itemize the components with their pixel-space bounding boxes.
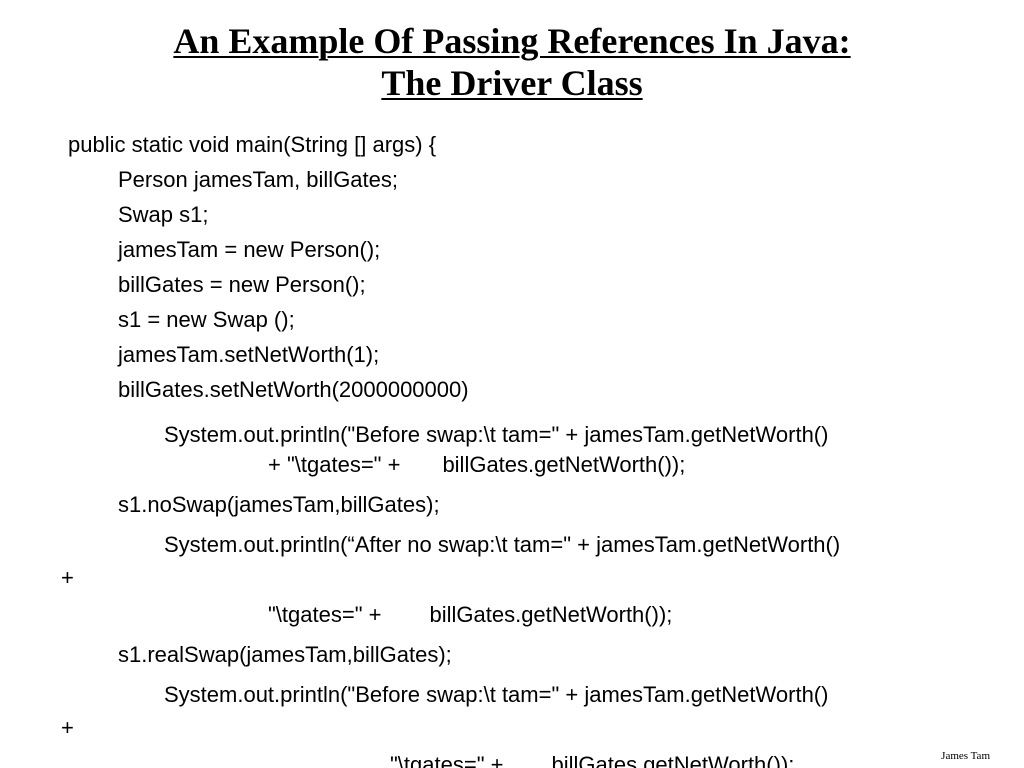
code-line-new-swap: s1 = new Swap (); xyxy=(118,307,295,332)
code-line-println-after-noswap: System.out.println(“After no swap:\t tam… xyxy=(164,532,841,557)
code-fragment: "\tgates=" + xyxy=(268,602,382,627)
code-fragment: billGates.getNetWorth()); xyxy=(551,752,795,768)
code-line-set-networth-gates: billGates.setNetWorth(2000000000) xyxy=(118,377,469,402)
code-line-println-after-noswap-cont: "\tgates=" + billGates.getNetWorth()); xyxy=(268,602,672,628)
slide-title: An Example Of Passing References In Java… xyxy=(0,20,1024,104)
code-fragment: "\tgates=" + xyxy=(390,752,504,768)
code-line-declare-swap: Swap s1; xyxy=(118,202,209,227)
code-fragment: billGates.getNetWorth()); xyxy=(429,602,673,627)
title-line-1: An Example Of Passing References In Java… xyxy=(173,21,851,61)
code-fragment: billGates.getNetWorth()); xyxy=(442,452,686,477)
code-line-main: public static void main(String [] args) … xyxy=(68,132,437,157)
code-line-println-before-2: System.out.println("Before swap:\t tam="… xyxy=(164,682,829,707)
code-line-println-before-1: System.out.println("Before swap:\t tam="… xyxy=(164,422,829,447)
code-line-plus-2: + xyxy=(61,715,74,740)
code-line-println-before-2-cont: "\tgates=" + billGates.getNetWorth()); xyxy=(390,752,794,768)
footer-author: James Tam xyxy=(941,750,990,762)
code-line-plus-1: + xyxy=(61,565,74,590)
code-fragment: + "\tgates=" + xyxy=(268,452,401,477)
code-line-println-before-1-cont: + "\tgates=" + billGates.getNetWorth()); xyxy=(268,452,685,478)
code-line-declare-persons: Person jamesTam, billGates; xyxy=(118,167,398,192)
code-line-noswap-call: s1.noSwap(jamesTam,billGates); xyxy=(118,492,440,517)
code-line-set-networth-tam: jamesTam.setNetWorth(1); xyxy=(118,342,380,367)
code-line-new-billgates: billGates = new Person(); xyxy=(118,272,366,297)
code-line-realswap-call: s1.realSwap(jamesTam,billGates); xyxy=(118,642,452,667)
code-line-new-jamestam: jamesTam = new Person(); xyxy=(118,237,381,262)
title-line-2: The Driver Class xyxy=(381,63,643,103)
